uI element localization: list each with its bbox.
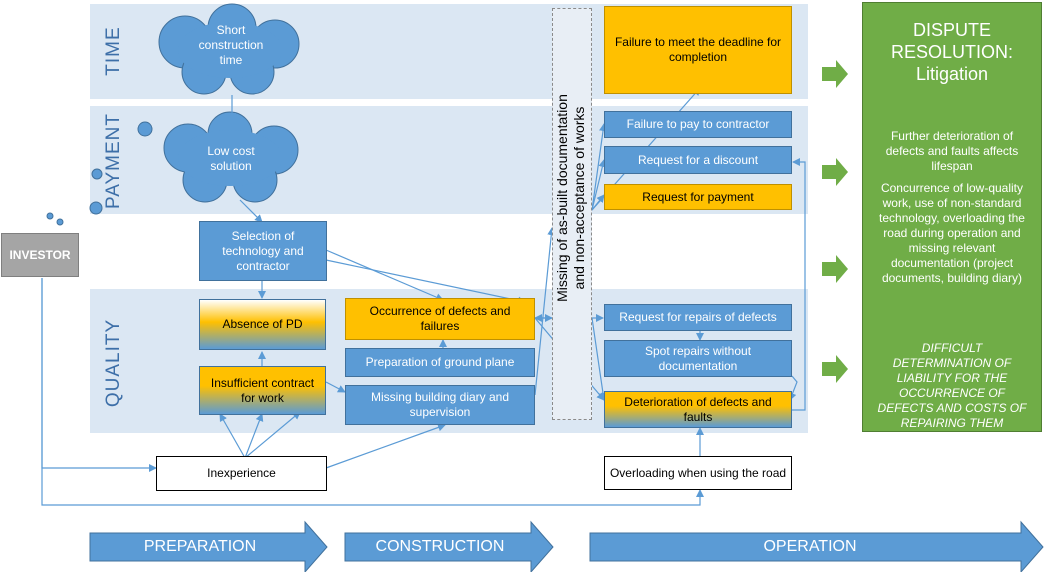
cloud-short-construction-time: Short construction time <box>198 22 264 67</box>
cloud-shape-low-cost <box>163 111 299 203</box>
vbar-line-1: Missing of as-built documentation <box>554 94 570 302</box>
cloud-shape-short-time <box>158 3 300 95</box>
deterioration-of-defects-box: Deterioration of defects and faults <box>604 391 792 428</box>
phase-label-operation: OPERATION <box>763 538 857 555</box>
failure-to-pay-box: Failure to pay to contractor <box>604 111 792 138</box>
dispute-resolution-panel: DISPUTE RESOLUTION: Litigation Further d… <box>862 2 1042 432</box>
vbar-line-2: and non-acceptance of works <box>571 106 587 290</box>
dispute-title-line-2: RESOLUTION: <box>890 42 1014 62</box>
phase-arrows <box>89 520 1044 572</box>
spot-repairs-box: Spot repairs without documentation <box>604 340 792 377</box>
phase-label-construction: CONSTRUCTION <box>375 538 505 555</box>
occurrence-of-defects-box: Occurrence of defects and failures <box>345 298 535 340</box>
request-for-payment-box: Request for payment <box>604 184 792 210</box>
green-arrows <box>822 60 848 383</box>
dispute-para-2: Concurrence of low-quality work, use of … <box>879 181 1025 285</box>
phase-arrow-construction <box>344 520 554 572</box>
dispute-title-line-3: Litigation <box>915 64 989 84</box>
request-for-discount-box: Request for a discount <box>604 146 792 174</box>
green-arrow-quality <box>822 355 848 383</box>
green-arrow-time <box>822 60 848 88</box>
missing-building-diary-box: Missing building diary and supervision <box>345 385 535 425</box>
investor-box: INVESTOR <box>1 233 79 277</box>
dispute-conclusion: DIFFICULT DETERMINATION OF LIABILITY FOR… <box>877 341 1027 430</box>
dispute-title-line-1: DISPUTE <box>912 20 991 40</box>
green-arrow-mid <box>822 255 848 283</box>
phase-label-preparation: PREPARATION <box>143 538 257 555</box>
cloud-low-cost-solution: Low cost solution <box>207 144 255 173</box>
failure-to-meet-deadline-box: Failure to meet the deadline for complet… <box>604 6 792 94</box>
absence-of-pd-box: Absence of PD <box>199 299 326 350</box>
selection-of-technology-box: Selection of technology and contractor <box>199 221 327 281</box>
green-arrow-payment <box>822 158 848 186</box>
preparation-of-ground-plane-box: Preparation of ground plane <box>345 348 535 377</box>
phase-arrow-operation <box>589 520 1044 572</box>
dispute-title: DISPUTE RESOLUTION: Litigation <box>863 19 1041 85</box>
phase-arrow-preparation <box>89 520 328 572</box>
thought-bubbles <box>46 121 153 226</box>
dispute-para-1: Further deterioration of defects and fau… <box>885 129 1019 173</box>
insufficient-contract-box: Insufficient contract for work <box>199 366 326 415</box>
request-for-repairs-box: Request for repairs of defects <box>604 304 792 331</box>
missing-as-built-documentation-text: Missing of as-built documentation and no… <box>554 33 590 363</box>
connector-lines <box>41 87 806 506</box>
missing-as-built-documentation-bar <box>552 8 592 420</box>
inexperience-box: Inexperience <box>156 456 327 491</box>
overloading-box: Overloading when using the road <box>604 456 792 490</box>
